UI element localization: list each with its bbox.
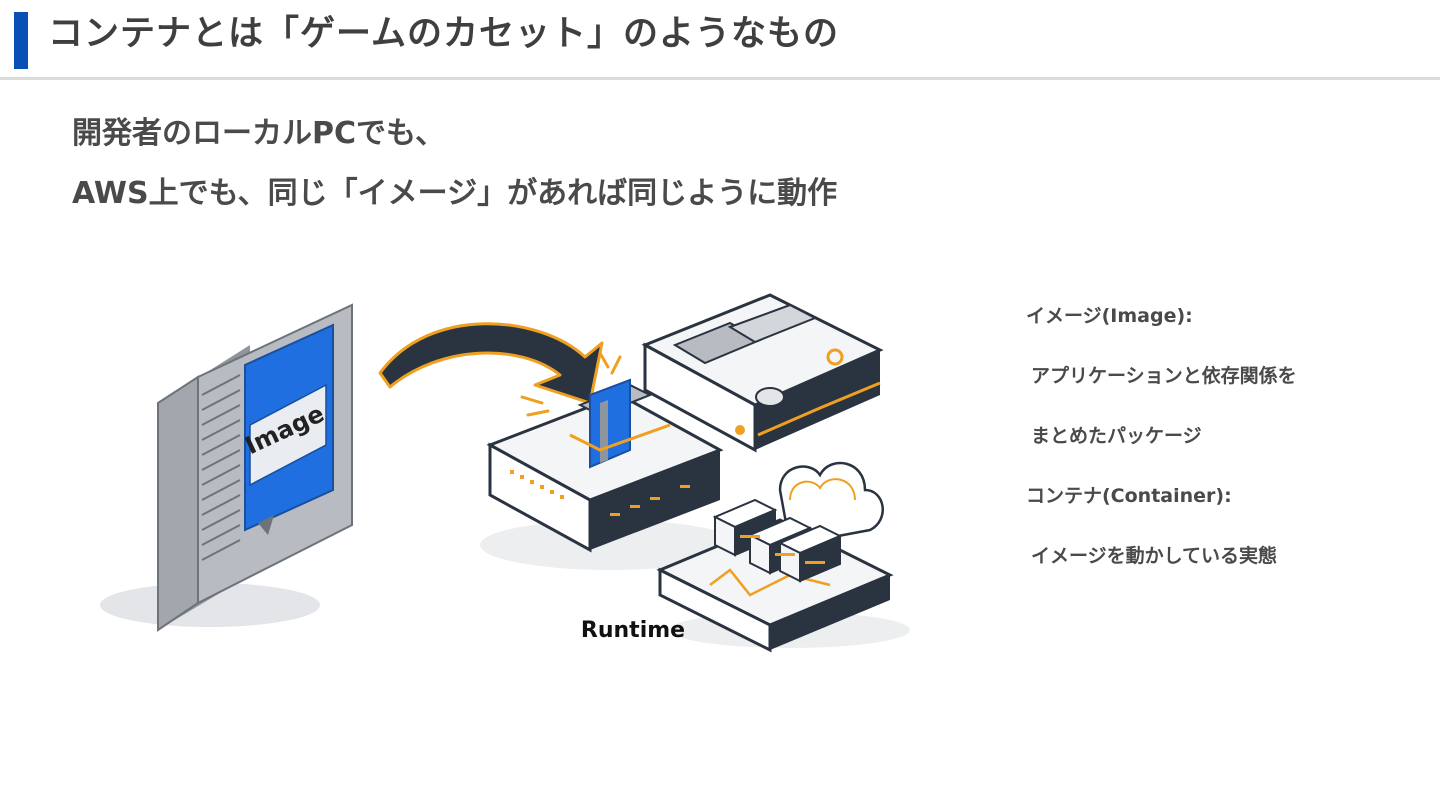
- image-term: イメージ(Image):: [1026, 305, 1193, 327]
- header: コンテナとは「ゲームのカセット」のようなもの: [0, 0, 1440, 80]
- lead-line-2: AWS上でも、同じ「イメージ」があれば同じように動作: [72, 176, 838, 211]
- title-accent-bar: [14, 12, 28, 69]
- server-cluster-cloud-icon: [656, 461, 910, 653]
- container-illustration: Image: [100, 293, 910, 653]
- definitions-panel: イメージ(Image): アプリケーションと依存関係を まとめたパッケージ コン…: [1026, 296, 1426, 596]
- container-term: コンテナ(Container):: [1026, 485, 1232, 507]
- runtime-label: Runtime: [581, 618, 685, 643]
- container-description: イメージを動かしている実態: [1031, 545, 1278, 567]
- image-description-line-2: まとめたパッケージ: [1031, 425, 1202, 447]
- game-console-icon: [641, 293, 884, 453]
- lead-line-1: 開発者のローカルPCでも、: [72, 116, 446, 151]
- page-title: コンテナとは「ゲームのカセット」のようなもの: [48, 14, 839, 54]
- image-description-line-1: アプリケーションと依存関係を: [1031, 365, 1297, 387]
- game-cartridge-image: Image: [100, 303, 353, 632]
- server-runtime-icon: [480, 378, 740, 570]
- insert-arrow-icon: [378, 322, 622, 417]
